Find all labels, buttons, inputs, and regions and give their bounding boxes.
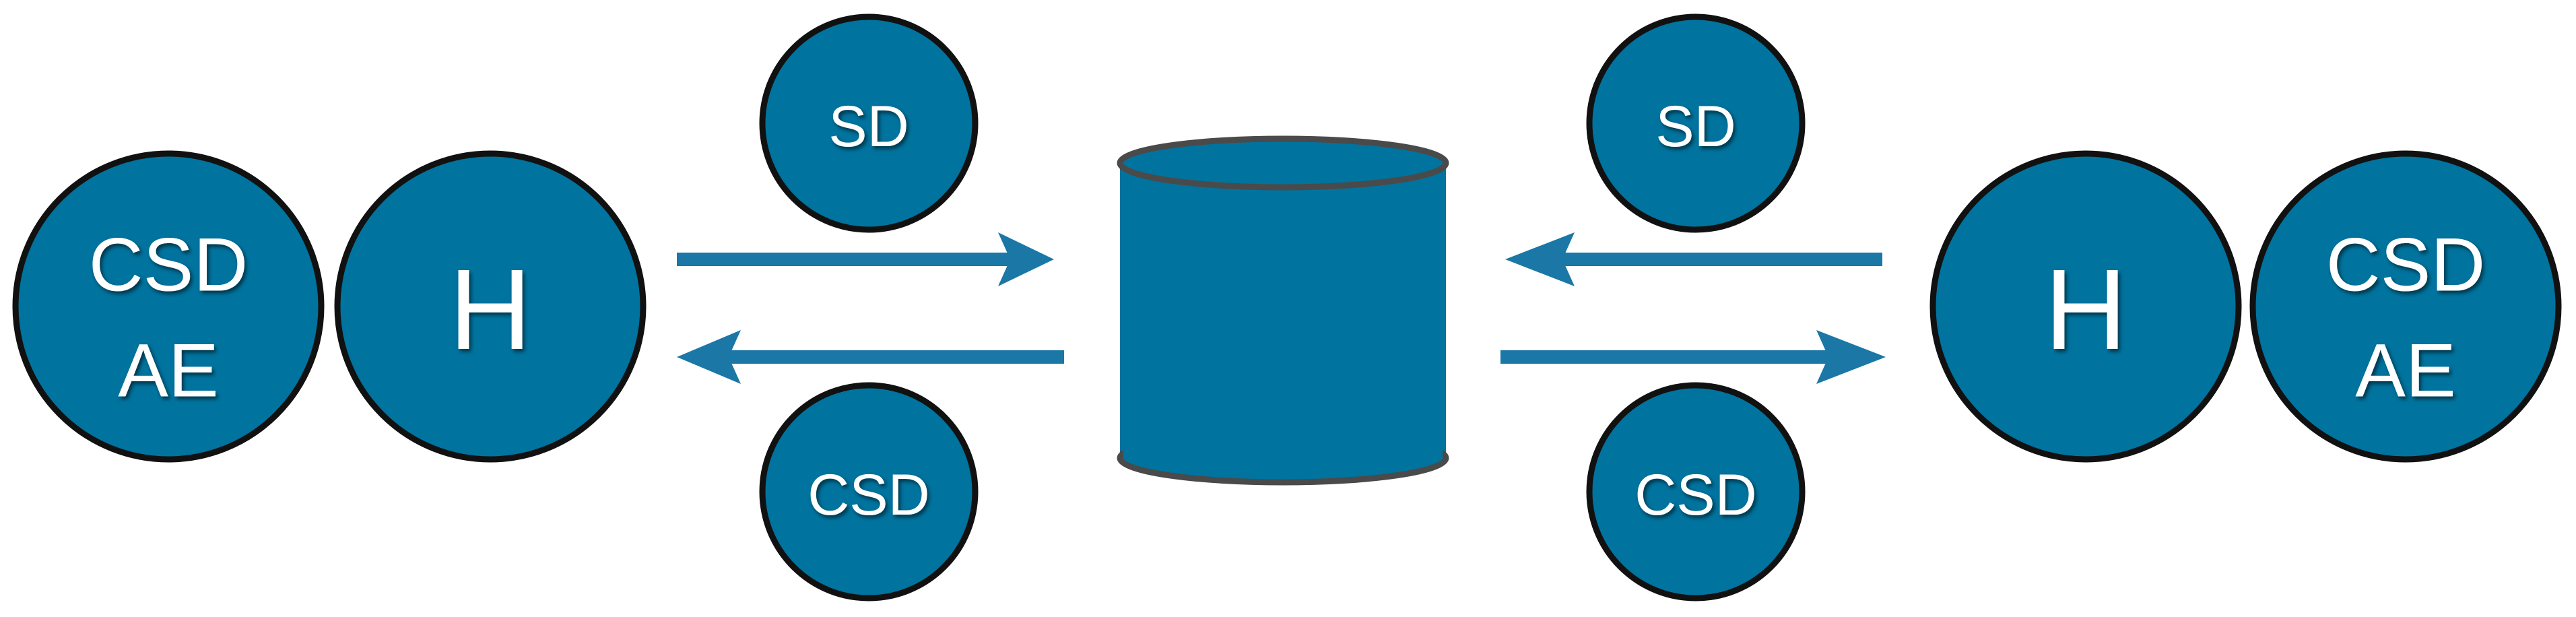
right-csd-ae-line2: AE: [2355, 329, 2455, 413]
left-arrow-to-database: [677, 232, 1054, 286]
left-h-node: H: [334, 150, 647, 463]
right-csd-ae-line1: CSD: [2326, 223, 2485, 307]
left-arrow-from-database: [677, 330, 1064, 384]
right-csd-label: CSD: [1634, 463, 1757, 527]
right-h-node: H: [1929, 150, 2242, 463]
left-h-label: H: [449, 246, 532, 374]
left-sd-label: SD: [828, 94, 909, 159]
left-csd-ae-line2: AE: [118, 329, 218, 413]
right-sd-message: SD: [1586, 13, 1806, 233]
right-csd-ae-node: CSD AE: [2249, 150, 2562, 463]
left-csd-label: CSD: [807, 463, 930, 527]
right-sd-label: SD: [1655, 94, 1736, 159]
left-sd-message: SD: [759, 13, 979, 233]
left-csd-message: CSD: [759, 382, 979, 602]
database-cylinder: [1117, 135, 1449, 486]
right-csd-message: CSD: [1586, 382, 1806, 602]
right-h-label: H: [2045, 246, 2127, 374]
left-csd-ae-node: CSD AE: [12, 150, 325, 463]
left-csd-ae-line1: CSD: [89, 223, 248, 307]
right-arrow-to-database: [1505, 232, 1882, 286]
right-arrow-from-database: [1500, 330, 1886, 384]
